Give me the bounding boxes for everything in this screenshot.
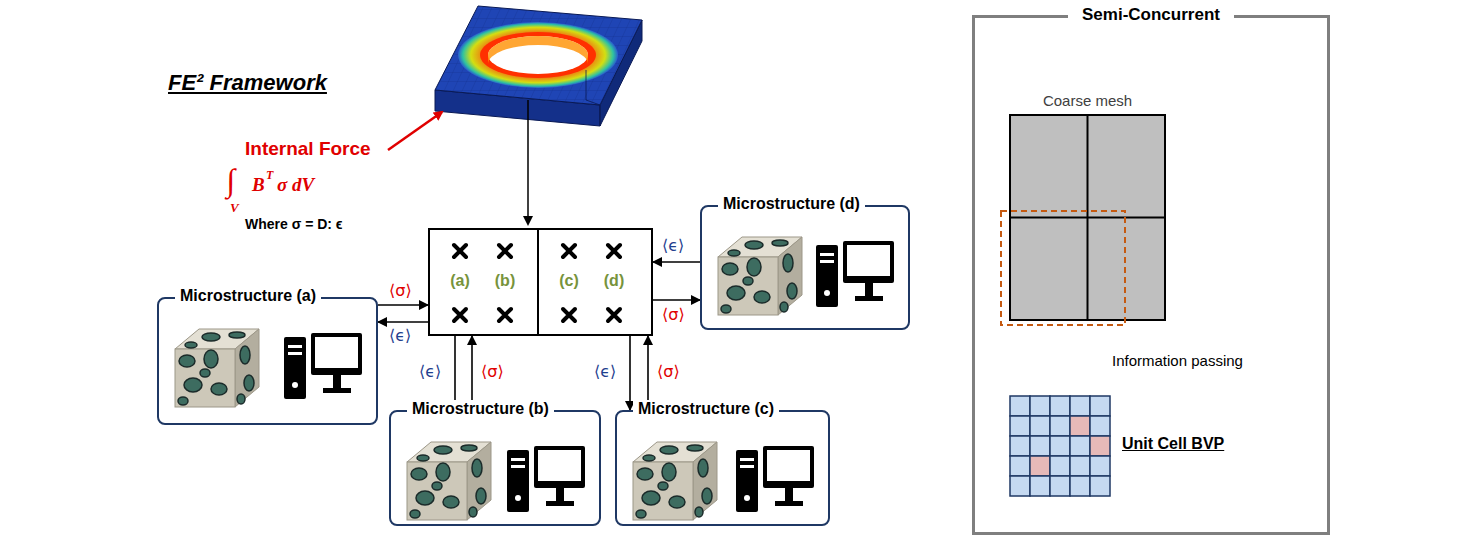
data-arrow	[629, 336, 631, 410]
box-heading: Microstructure (c)	[633, 400, 779, 418]
callout-arrow	[388, 112, 442, 150]
title: FE² Framework	[168, 70, 327, 96]
point-label: (a)	[450, 272, 470, 290]
formula-term: B	[252, 174, 265, 196]
data-arrow	[378, 321, 428, 323]
formula-term: σ dV	[277, 174, 314, 196]
data-arrow	[653, 299, 700, 301]
point-label: (d)	[604, 272, 624, 290]
box-heading: Microstructure (a)	[175, 287, 321, 305]
box-heading: Microstructure (b)	[407, 400, 554, 418]
integral-sign: ∫	[226, 162, 235, 199]
microstructure-cube	[714, 233, 806, 319]
point-label: (c)	[559, 272, 579, 290]
strain-label: ⟨ϵ⟩	[388, 326, 412, 345]
computer-icon	[505, 442, 587, 516]
microstructure-cube	[403, 438, 495, 524]
unit-cell-grid	[1008, 395, 1112, 497]
semi-concurrent-panel: Semi-ConcurrentCoarse meshUnit Cell BVP	[972, 15, 1330, 535]
coarse-mesh-grid	[1000, 88, 1170, 328]
data-arrow	[653, 261, 700, 263]
box-heading: Microstructure (d)	[718, 195, 865, 213]
data-arrow	[647, 336, 649, 410]
zoom-arrow	[527, 100, 529, 224]
plate-with-hole	[435, 6, 642, 126]
data-arrow	[454, 336, 456, 410]
panel-heading: Semi-Concurrent	[1068, 5, 1234, 25]
macro-element: (a) (b) (c) (d)	[428, 228, 653, 336]
annotation: Internal Force	[245, 138, 371, 160]
unit-cell-label: Unit Cell BVP	[1122, 435, 1224, 453]
microstructure-cube	[171, 325, 263, 411]
computer-icon	[814, 237, 896, 311]
data-arrow	[471, 336, 473, 410]
mesh-label: Coarse mesh	[1043, 92, 1132, 109]
stress-label: ⟨σ⟩	[656, 362, 681, 381]
microstructure-box: Microstructure (b)	[389, 410, 601, 526]
microstructure-box: Microstructure (d)	[700, 205, 910, 330]
microstructure-box: Microstructure (c)	[615, 410, 830, 526]
constitutive-note: Where σ = D: ϵ	[245, 216, 343, 232]
data-arrow	[378, 304, 428, 306]
computer-icon	[734, 442, 816, 516]
strain-label: ⟨ϵ⟩	[418, 362, 442, 381]
annotation: Information passing	[1112, 352, 1243, 369]
superscript: T	[266, 168, 273, 183]
stress-label: ⟨σ⟩	[480, 362, 505, 381]
microstructure-cube	[629, 438, 721, 524]
stress-label: ⟨σ⟩	[388, 281, 413, 300]
stress-label: ⟨σ⟩	[661, 305, 686, 324]
unit-cell: Unit Cell BVP	[1008, 395, 1258, 497]
computer-icon	[282, 329, 364, 403]
point-label: (b)	[495, 272, 515, 290]
strain-label: ⟨ϵ⟩	[661, 236, 685, 255]
integral-domain: V	[230, 200, 239, 216]
microstructure-box: Microstructure (a)	[157, 297, 378, 425]
coarse-mesh: Coarse mesh	[1000, 88, 1170, 328]
strain-label: ⟨ϵ⟩	[593, 362, 617, 381]
